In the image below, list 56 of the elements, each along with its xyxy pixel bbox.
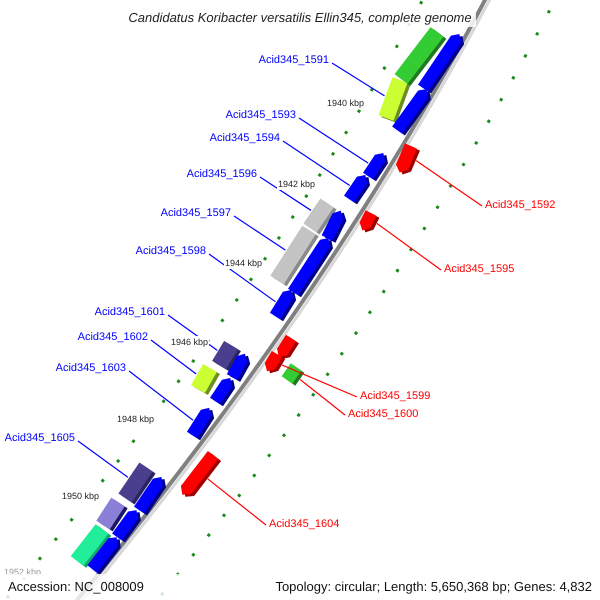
scale-label: 1944 kbp — [224, 257, 264, 269]
gene-label: Acid345_1599 — [360, 388, 430, 404]
leader-line — [78, 440, 128, 478]
footer-text: Topology: circular; Length: 5,650,368 bp; Genes: 4,832 — [275, 578, 592, 596]
gene-label: Acid345_1594 — [210, 130, 280, 146]
gene-label: Acid345_1600 — [348, 406, 418, 422]
gene-label: Acid345_1603 — [56, 360, 126, 376]
gene-label: Acid345_1602 — [78, 329, 148, 345]
scale-label: 1948 kbp — [116, 413, 156, 425]
gene-block — [87, 537, 121, 575]
leader-line — [150, 340, 197, 375]
gene-block — [322, 210, 346, 243]
gene-label: Acid345_1595 — [444, 261, 514, 277]
gene-block — [392, 89, 431, 136]
gene-label: Acid345_1592 — [485, 197, 556, 213]
gene-label: Acid345_1601 — [94, 304, 165, 320]
gene-label: Acid345_1593 — [226, 107, 296, 123]
leader-line — [332, 62, 385, 96]
gene-block — [277, 334, 299, 359]
scale-label: 1940 kbp — [326, 97, 366, 109]
leader-line — [416, 160, 482, 206]
gene-block — [363, 153, 388, 182]
gene-block — [186, 408, 214, 440]
gene-block — [282, 363, 304, 386]
leader-line — [298, 118, 368, 164]
gene-block — [134, 477, 166, 516]
gene-block — [180, 451, 222, 497]
leader-line — [207, 478, 266, 526]
gene-block — [344, 175, 370, 204]
gene-label: Acid345_1605 — [4, 430, 75, 446]
gene-label: Acid345_1604 — [269, 516, 340, 532]
scale-label: 1950 kbp — [61, 490, 100, 502]
gene-block — [396, 143, 420, 174]
leader-line — [260, 176, 312, 211]
gene-block — [191, 364, 220, 395]
leader-line — [234, 216, 286, 251]
leader-line — [208, 254, 276, 302]
footer-text: Accession: NC_008009 — [8, 578, 144, 596]
gene-label: Acid345_1591 — [258, 52, 329, 68]
leader-line — [300, 379, 346, 416]
leader-line — [128, 370, 194, 421]
gene-block — [288, 238, 333, 298]
gene-block — [270, 290, 296, 322]
scale-label: 1942 kbp — [277, 178, 316, 190]
scale-label: 1946 kbp — [170, 336, 210, 348]
gene-label: Acid345_1598 — [136, 243, 206, 259]
gene-block — [418, 34, 464, 94]
gene-label: Acid345_1596 — [186, 166, 257, 182]
gene-label: Acid345_1597 — [160, 205, 231, 221]
gene-block — [226, 354, 250, 382]
gene-block — [210, 378, 235, 406]
gene-block — [112, 510, 141, 542]
leader-line — [376, 222, 442, 270]
leader-line — [282, 140, 350, 186]
gene-block — [360, 210, 380, 232]
leader-line — [282, 364, 358, 398]
